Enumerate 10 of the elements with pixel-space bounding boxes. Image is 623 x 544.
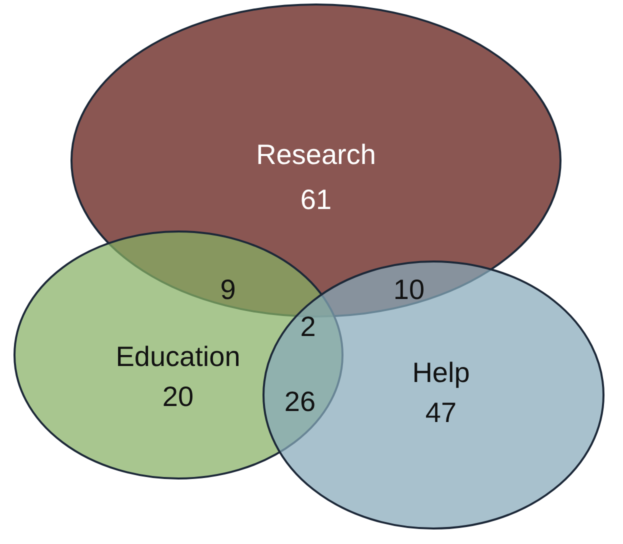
overlap-count: 10 xyxy=(393,274,425,306)
set-label: Research xyxy=(256,139,376,171)
set-count: 20 xyxy=(162,381,194,413)
set-count: 61 xyxy=(300,184,332,216)
set-count: 47 xyxy=(425,397,457,429)
overlap-count: 2 xyxy=(300,311,316,343)
overlap-count: 9 xyxy=(220,274,236,306)
set-label: Help xyxy=(412,357,470,389)
overlap-count: 26 xyxy=(284,386,316,418)
set-label: Education xyxy=(116,341,240,373)
